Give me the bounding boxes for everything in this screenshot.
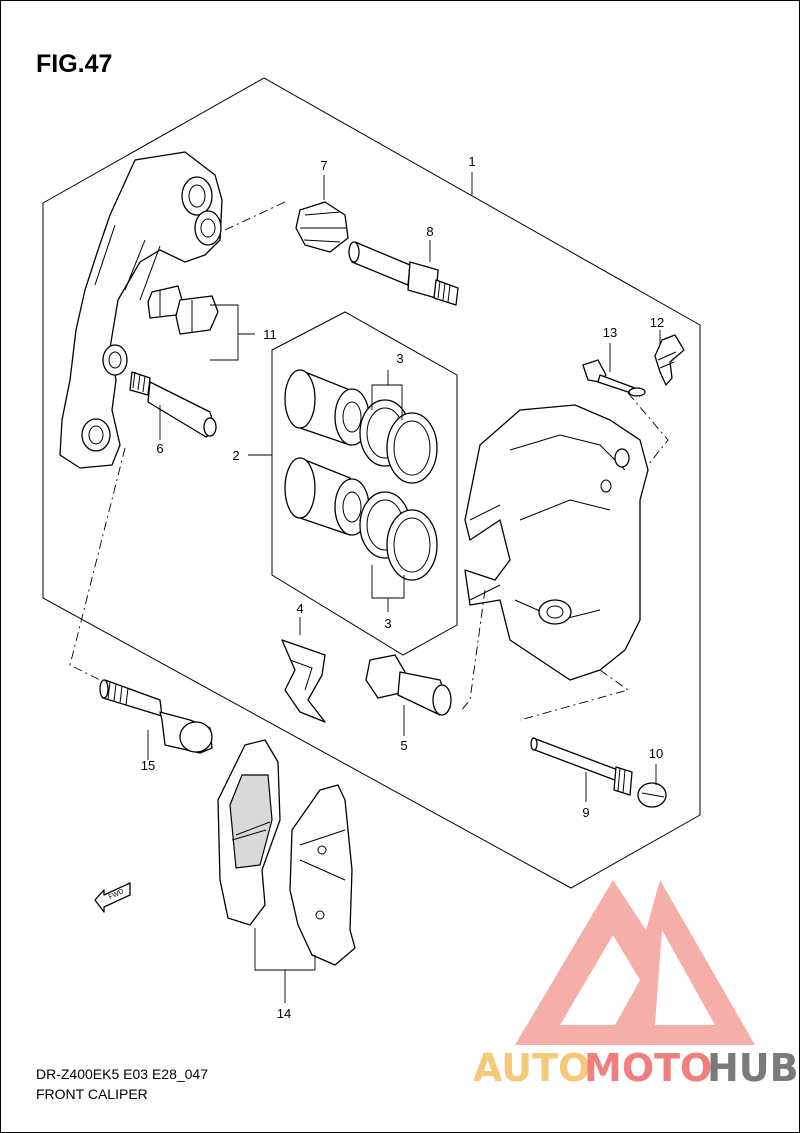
callout-3-lower: 3 — [384, 616, 391, 631]
watermark-text-hub: HUB — [707, 1046, 799, 1090]
pad-retainer-4 — [281, 639, 326, 723]
piston-group-box — [271, 311, 458, 656]
callout-4: 4 — [296, 601, 303, 616]
caliper-body — [464, 404, 649, 681]
callout-11: 11 — [263, 327, 277, 342]
pin-8 — [348, 241, 459, 306]
callout-15: 15 — [141, 758, 155, 773]
callout-1: 1 — [468, 154, 475, 169]
boot-7 — [295, 201, 349, 253]
bolt-5 — [365, 654, 452, 716]
pin-9 — [530, 737, 633, 796]
seal-upper-2 — [386, 412, 438, 484]
callout-8: 8 — [426, 224, 433, 239]
forward-direction-arrow: FWD — [94, 882, 131, 913]
figure-title: FIG.47 — [36, 50, 113, 78]
callout-6: 6 — [156, 441, 163, 456]
bleeder-cap-13 — [582, 359, 646, 397]
callout-2: 2 — [232, 448, 239, 463]
callout-9: 9 — [582, 805, 589, 820]
watermark-text-auto: AUTO — [473, 1046, 590, 1090]
callout-5: 5 — [400, 738, 407, 753]
callout-13: 13 — [603, 325, 617, 340]
watermark-logo — [515, 880, 755, 1045]
plug-10 — [637, 782, 667, 808]
brake-pad-outer — [289, 784, 356, 966]
piston-upper — [284, 369, 370, 446]
assembly-lines — [69, 201, 669, 721]
model-code: DR-Z400EK5 E03 E28_047 — [36, 1066, 208, 1082]
caliper-bracket — [59, 151, 223, 469]
callout-labels: 1 2 3 3 4 5 6 7 8 9 10 11 12 13 14 15 — [141, 154, 664, 1021]
piston-lower — [284, 457, 370, 536]
brake-pad-inner — [217, 739, 281, 926]
assembly-frame — [42, 77, 701, 889]
callout-10: 10 — [649, 746, 663, 761]
seal-lower-2 — [386, 509, 438, 581]
callout-12: 12 — [650, 315, 664, 330]
bleeder-valve-12 — [654, 334, 685, 386]
callout-3-upper: 3 — [396, 351, 403, 366]
bolt-15 — [99, 679, 213, 754]
callout-14: 14 — [277, 1006, 291, 1021]
bolt-6 — [129, 371, 217, 438]
leader-lines — [147, 172, 661, 1003]
watermark-text-moto: MOTO — [584, 1046, 712, 1090]
section-name: FRONT CALIPER — [36, 1086, 148, 1102]
pad-spring-clips — [147, 285, 219, 335]
callout-7: 7 — [320, 158, 327, 173]
